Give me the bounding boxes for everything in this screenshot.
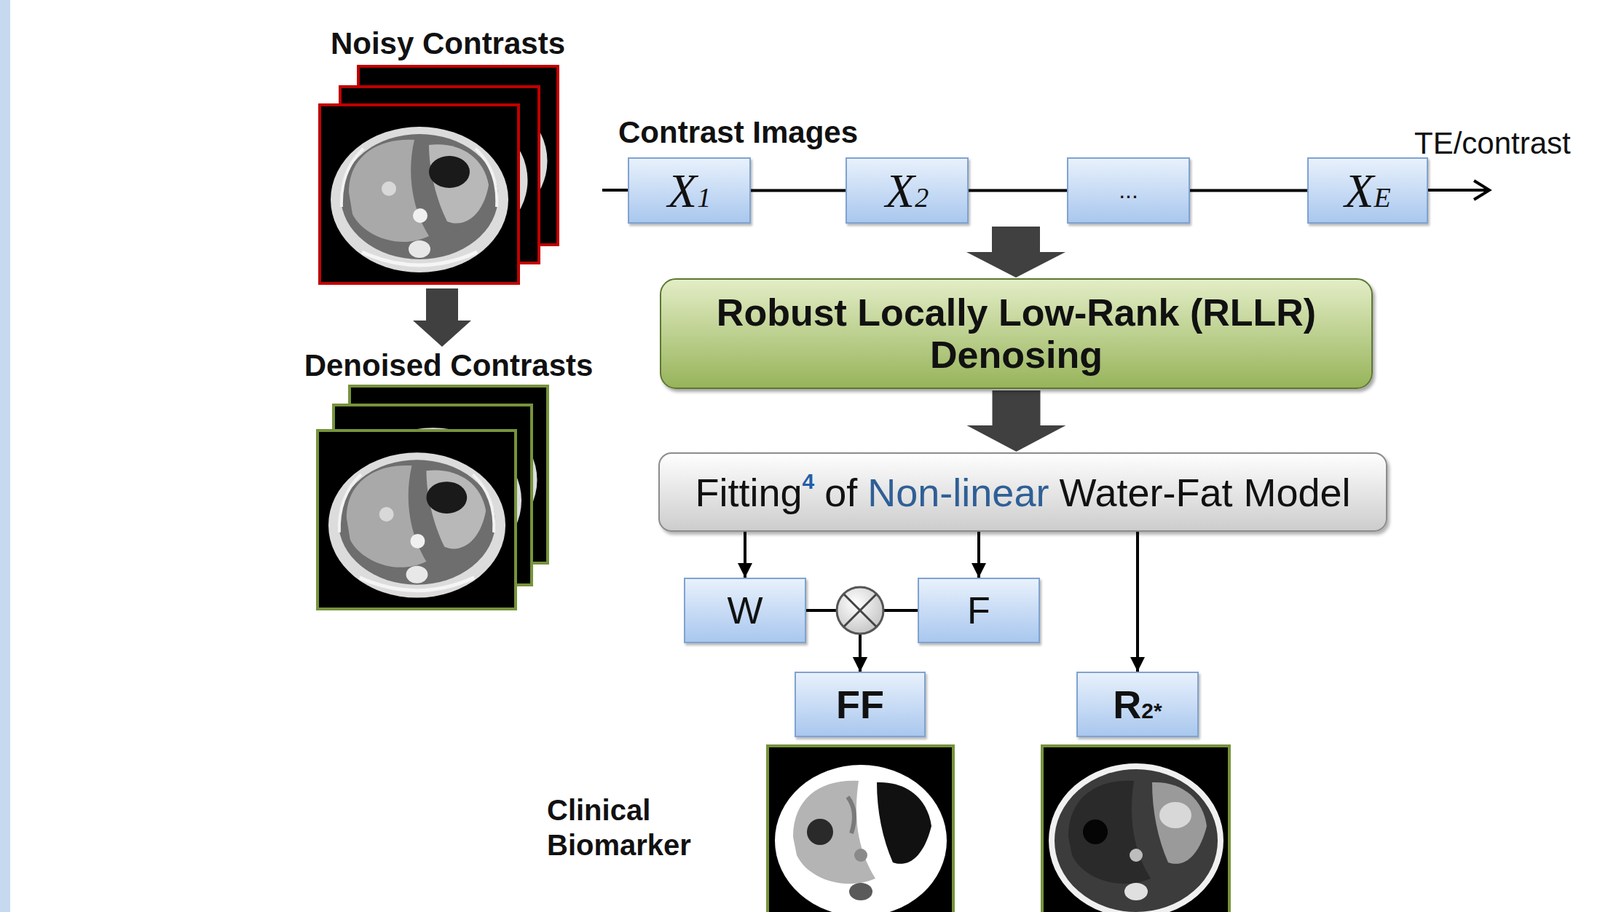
text-group: X2	[885, 166, 929, 215]
contrast-box: XE	[1307, 157, 1429, 224]
node-text: Non-linear	[867, 470, 1049, 515]
connector	[1189, 189, 1308, 193]
row-label: Contrast Images	[618, 115, 858, 151]
biomarker-box: FF	[794, 671, 926, 738]
node-text: R2*	[1112, 684, 1162, 724]
process-box: Robust Locally Low-Rank (RLLR) Denosing	[659, 278, 1373, 389]
text-group: Robust Locally Low-Rank (RLLR) Denosing	[690, 291, 1343, 376]
connector	[968, 189, 1067, 193]
image-frame	[319, 104, 519, 284]
timeline-line	[1428, 188, 1488, 192]
side-bar	[0, 0, 11, 912]
text-group: Fitting4 ofNon-linearWater-Fat Model	[694, 469, 1351, 515]
image-frame	[767, 745, 954, 912]
contrast-box: X1	[627, 157, 751, 224]
connector	[743, 531, 747, 578]
block-arrow	[966, 226, 1066, 278]
node-text: Water-Fat Model	[1058, 470, 1351, 515]
node-text: XE	[1344, 166, 1391, 215]
contrast-box: ...	[1066, 157, 1190, 224]
r2star-map	[1042, 745, 1229, 912]
block-arrow	[412, 288, 472, 347]
node-text: Fitting	[694, 470, 802, 515]
connector	[750, 189, 846, 193]
image-frame	[317, 430, 516, 609]
biomarker-box: R2*	[1076, 671, 1199, 738]
side-note: Clinical Biomarker	[546, 792, 715, 863]
label-holder: Contrast Images	[618, 115, 858, 151]
mri-image	[319, 104, 519, 284]
label-holder: TE/contrast	[1414, 125, 1571, 161]
label-holder: Denoised Contrasts	[304, 348, 594, 384]
node-text: FF	[836, 682, 885, 727]
node-text: X2	[885, 166, 929, 215]
output-box: W	[683, 577, 807, 644]
image-stack-label: Denoised Contrasts	[304, 348, 594, 384]
label-holder: Noisy Contrasts	[330, 26, 566, 62]
connector	[977, 531, 981, 578]
node-text: ...	[1118, 176, 1139, 204]
text-group: ...	[1118, 176, 1139, 204]
contrast-box: X2	[845, 157, 969, 224]
label-holder: Clinical Biomarker	[546, 792, 715, 863]
text-group: X1	[667, 166, 711, 215]
text-group: XE	[1344, 166, 1391, 215]
node-text: F	[967, 589, 991, 632]
fat-fraction-map	[767, 745, 954, 912]
mri-image	[317, 430, 516, 609]
process-box: Fitting4 ofNon-linearWater-Fat Model	[658, 452, 1388, 532]
timeline-arrowhead	[1474, 180, 1490, 200]
node-text: X1	[667, 166, 711, 215]
timeline-line	[602, 188, 628, 192]
text-group: FF	[836, 681, 885, 727]
node-text: of	[824, 470, 858, 515]
node-text: Robust Locally Low-Rank (RLLR) Denosing	[690, 291, 1343, 376]
image-stack-label: Noisy Contrasts	[330, 26, 566, 62]
text-group: R2*	[1112, 684, 1162, 724]
block-arrow	[967, 390, 1067, 452]
text-group: W	[726, 588, 763, 633]
node-text: 4	[802, 469, 815, 494]
connector	[1136, 531, 1140, 672]
node-text: W	[726, 589, 763, 632]
multiply-symbol	[836, 586, 884, 634]
axis-label: TE/contrast	[1414, 125, 1571, 161]
image-frame	[1042, 745, 1230, 912]
output-box: F	[917, 577, 1040, 644]
text-group: F	[967, 588, 991, 633]
